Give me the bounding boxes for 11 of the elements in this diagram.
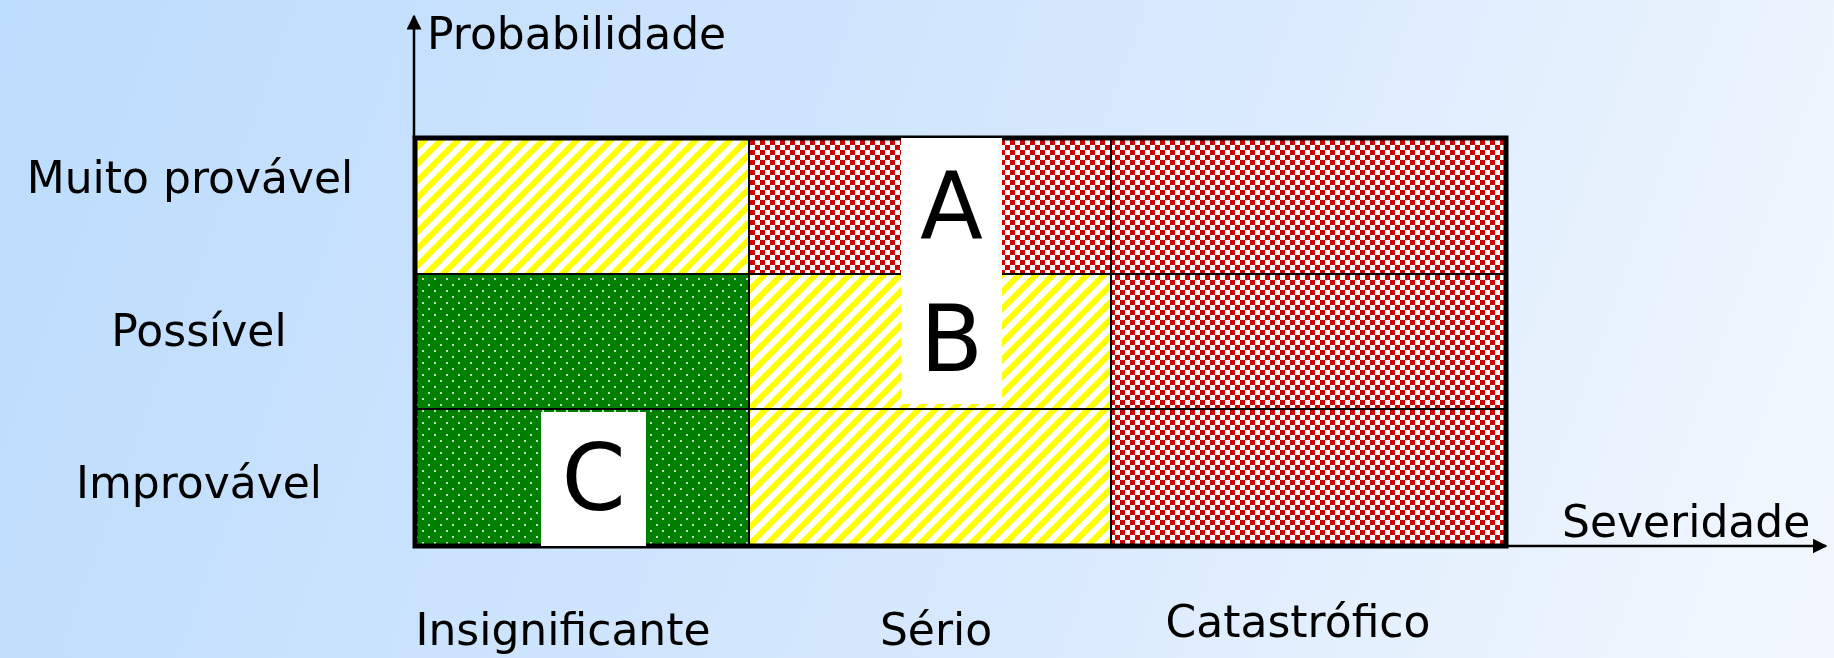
- row-label: Possível: [111, 309, 287, 353]
- letter-box: A: [901, 138, 1002, 275]
- column-label: Catastrófico: [1165, 600, 1431, 644]
- column-label: Insignificante: [415, 608, 711, 652]
- letter-box: C: [541, 412, 646, 546]
- row-label: Improvável: [75, 461, 323, 505]
- column-label: Sério: [879, 608, 993, 652]
- axis-title: Probabilidade: [427, 12, 727, 56]
- row-label: Muito provável: [26, 156, 354, 200]
- letter-box: B: [901, 275, 1002, 404]
- axis-title: Severidade: [1562, 500, 1811, 544]
